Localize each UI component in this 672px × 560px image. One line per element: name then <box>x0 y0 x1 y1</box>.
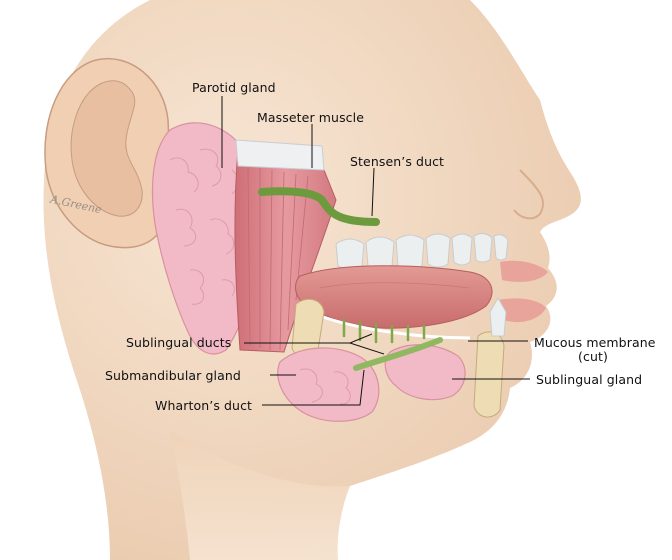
label-parotid-gland: Parotid gland <box>192 80 276 95</box>
tongue-texture <box>319 282 471 289</box>
nose <box>513 169 545 220</box>
lower-lip <box>498 298 546 323</box>
jaw-bone-right <box>473 331 505 418</box>
sublingual-gland <box>384 344 466 401</box>
stensens-duct <box>258 187 380 226</box>
label-sublingual-ducts: Sublingual ducts <box>126 335 232 350</box>
label-mucous-membrane: Mucous membrane <box>534 335 656 350</box>
tongue <box>295 265 493 329</box>
lower-incisor <box>489 296 507 337</box>
upper-teeth <box>335 232 509 270</box>
label-mucous-membrane-cut: (cut) <box>578 349 608 364</box>
label-stensens-duct: Stensen’s duct <box>350 154 445 169</box>
upper-lip <box>500 260 548 282</box>
label-whartons-duct: Wharton’s duct <box>155 398 253 413</box>
label-masseter-muscle: Masseter muscle <box>257 110 365 125</box>
label-sublingual-gland: Sublingual gland <box>536 372 643 387</box>
sublingual-ducts <box>342 318 426 344</box>
masseter-tendon <box>235 139 325 171</box>
ear-inner <box>70 80 143 217</box>
submandibular-gland <box>277 347 380 422</box>
neck-shadow <box>170 430 350 560</box>
submandibular-lobules <box>299 368 351 405</box>
leader-lines <box>221 96 530 406</box>
label-submandibular-gland: Submandibular gland <box>105 368 241 383</box>
whartons-duct <box>353 337 443 371</box>
